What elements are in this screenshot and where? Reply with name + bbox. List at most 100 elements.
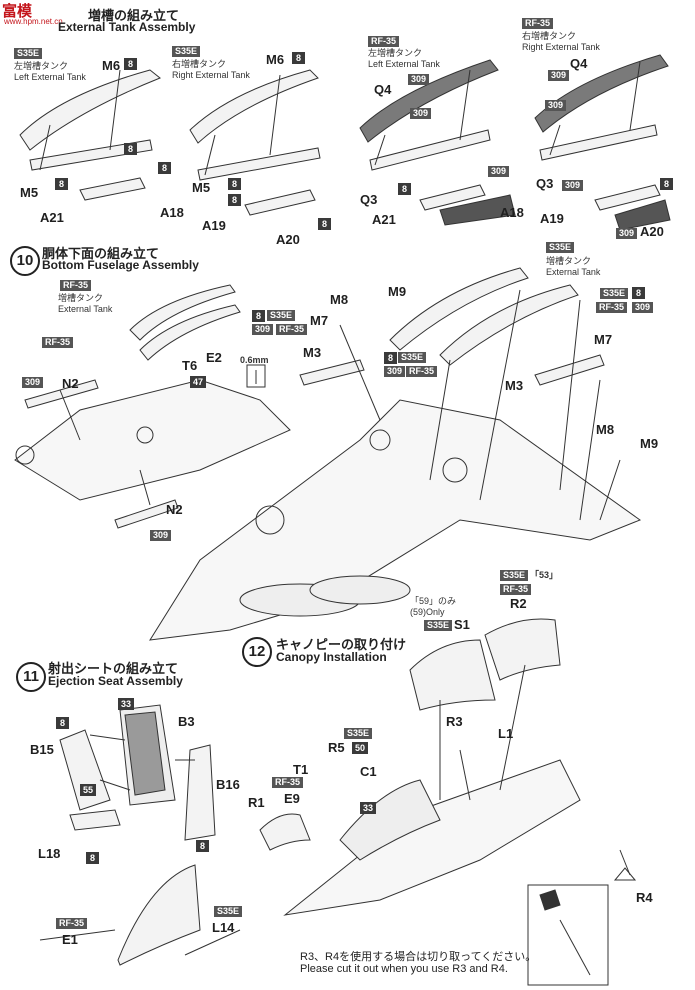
bottom-rf35-tag3: RF-35 — [276, 324, 308, 335]
bottom-tank-jp2: 増槽タンク — [546, 256, 592, 266]
canopy-rf35-tag: RF-35 — [500, 584, 532, 595]
step10-number: 10 — [10, 246, 40, 276]
tank1-variant-tag: S35E — [14, 48, 43, 59]
tank2-part-a20: A20 — [276, 232, 300, 247]
canopy-rf35-tag3: RF-35 — [56, 918, 88, 929]
bottom-rf35-tag2: RF-35 — [42, 337, 74, 348]
tank1-part-a18: A18 — [160, 205, 184, 220]
seat-part-b3: B3 — [178, 714, 195, 729]
bottom-color-8: 8 — [252, 310, 265, 322]
tank3-part-a21: A21 — [372, 212, 396, 227]
tank3-jp: 左増槽タンク — [368, 48, 423, 58]
bottom-color-309b: 309 — [150, 530, 172, 541]
tank1-en: Left External Tank — [14, 72, 86, 82]
bottom-rf35-tag: RF-35 — [60, 280, 92, 291]
canopy-s35e-tag2: S35E — [500, 570, 529, 581]
cut-note-en: Please cut it out when you use R3 and R4… — [300, 963, 508, 975]
tank3-color-309: 309 — [408, 74, 430, 85]
tank3-en: Left External Tank — [368, 59, 440, 69]
tank2-color-8b: 8 — [228, 178, 241, 190]
canopy-part-s1: S1 — [454, 617, 470, 632]
seat-color-33: 33 — [118, 698, 134, 710]
cut-note-jp: R3、R4を使用する場合は切り取ってください。 — [300, 951, 537, 963]
canopy-color-33: 33 — [360, 802, 376, 814]
bottom-part-m9: M9 — [388, 284, 407, 299]
canopy-part-l14: L14 — [212, 920, 235, 935]
tank2-part-a19: A19 — [202, 218, 226, 233]
canopy-part-r5: R5 — [328, 740, 345, 755]
bottom-tank-en2: External Tank — [546, 267, 601, 277]
bottom-part-m3: M3 — [303, 345, 322, 360]
step11-title-jp: 射出シートの組み立て — [48, 661, 179, 676]
step11-title-en: Ejection Seat Assembly — [48, 674, 183, 688]
seat-color-8c: 8 — [86, 852, 99, 864]
canopy-part-r3: R3 — [446, 714, 463, 729]
seat-part-l18: L18 — [38, 846, 61, 861]
tank3-variant-tag: RF-35 — [368, 36, 400, 47]
tank1-part-m6: M6 — [102, 58, 121, 73]
tank1-color-8c: 8 — [55, 178, 68, 190]
tank1-color-8: 8 — [124, 58, 137, 70]
bottom-color-309e: 309 — [632, 302, 654, 313]
step12-number: 12 — [242, 637, 272, 667]
tank1-part-m5: M5 — [20, 185, 39, 200]
tank1-jp: 左増槽タンク — [14, 61, 69, 71]
tank2-part-m5: M5 — [192, 180, 211, 195]
bottom-tank-jp: 増槽タンク — [58, 293, 104, 303]
step12-title-en: Canopy Installation — [276, 650, 387, 664]
tank4-part-q4: Q4 — [570, 56, 588, 71]
tank3-color-309c: 309 — [488, 166, 510, 177]
tank3-color-309b: 309 — [410, 108, 432, 119]
bottom-color-309d: 309 — [384, 366, 406, 377]
bottom-color-8b: 8 — [384, 352, 397, 364]
bottom-s35e-tag: S35E — [267, 310, 296, 321]
step10-title-jp: 胴体下面の組み立て — [42, 246, 160, 261]
step12-title-jp: キャノピーの取り付け — [276, 637, 407, 652]
step9-title-jp: 増槽の組み立て — [88, 8, 180, 23]
canopy-r2-note: 「53」 — [530, 570, 559, 580]
tank1-color-8d: 8 — [158, 162, 171, 174]
tank4-part-a19: A19 — [540, 211, 564, 226]
bottom-part-m8b: M8 — [596, 422, 615, 437]
tank3-part-a18: A18 — [500, 205, 524, 220]
tank2-en: Right External Tank — [172, 70, 250, 80]
tank4-part-a20: A20 — [640, 224, 664, 239]
bottom-color-309c: 309 — [252, 324, 274, 335]
tank4-color-309d: 309 — [616, 228, 638, 239]
canopy-part-e9: E9 — [284, 791, 300, 806]
bottom-part-m9b: M9 — [640, 436, 659, 451]
seat-part-b16: B16 — [216, 777, 240, 792]
bottom-part-n2: N2 — [62, 376, 79, 391]
tank2-variant-tag: S35E — [172, 46, 201, 57]
tank2-part-m6: M6 — [266, 52, 285, 67]
step9-title-en: External Tank Assembly — [58, 20, 196, 34]
bottom-color-8c: 8 — [632, 287, 645, 299]
tank4-part-q3: Q3 — [536, 176, 554, 191]
canopy-part-e1: E1 — [62, 932, 78, 947]
tank3-part-q4: Q4 — [374, 82, 392, 97]
watermark-url: www.hpm.net.cn — [4, 17, 63, 26]
seat-color-8: 8 — [56, 717, 69, 729]
bottom-part-m3b: M3 — [505, 378, 524, 393]
bottom-s35e-tag3: S35E — [546, 242, 575, 253]
bottom-drill-size: 0.6mm — [240, 355, 269, 365]
canopy-only-en: (59)Only — [410, 607, 445, 617]
step11-number: 11 — [16, 662, 46, 692]
tank3-color-8: 8 — [398, 183, 411, 195]
seat-part-b15: B15 — [30, 742, 54, 757]
canopy-s35e-tag: S35E — [424, 620, 453, 631]
tank4-variant-tag: RF-35 — [522, 18, 554, 29]
canopy-s35e-tag4: S35E — [214, 906, 243, 917]
canopy-part-r1: R1 — [248, 795, 265, 810]
canopy-part-c1: C1 — [360, 764, 377, 779]
step10-title-en: Bottom Fuselage Assembly — [42, 258, 199, 272]
bottom-part-m7b: M7 — [594, 332, 613, 347]
bottom-part-m8: M8 — [330, 292, 349, 307]
seat-color-55: 55 — [80, 784, 96, 796]
bottom-s35e-tag4: S35E — [600, 288, 629, 299]
canopy-color-50: 50 — [352, 742, 368, 754]
seat-color-8b: 8 — [196, 840, 209, 852]
tank1-color-8b: 8 — [124, 143, 137, 155]
tank2-jp: 右増槽タンク — [172, 59, 227, 69]
